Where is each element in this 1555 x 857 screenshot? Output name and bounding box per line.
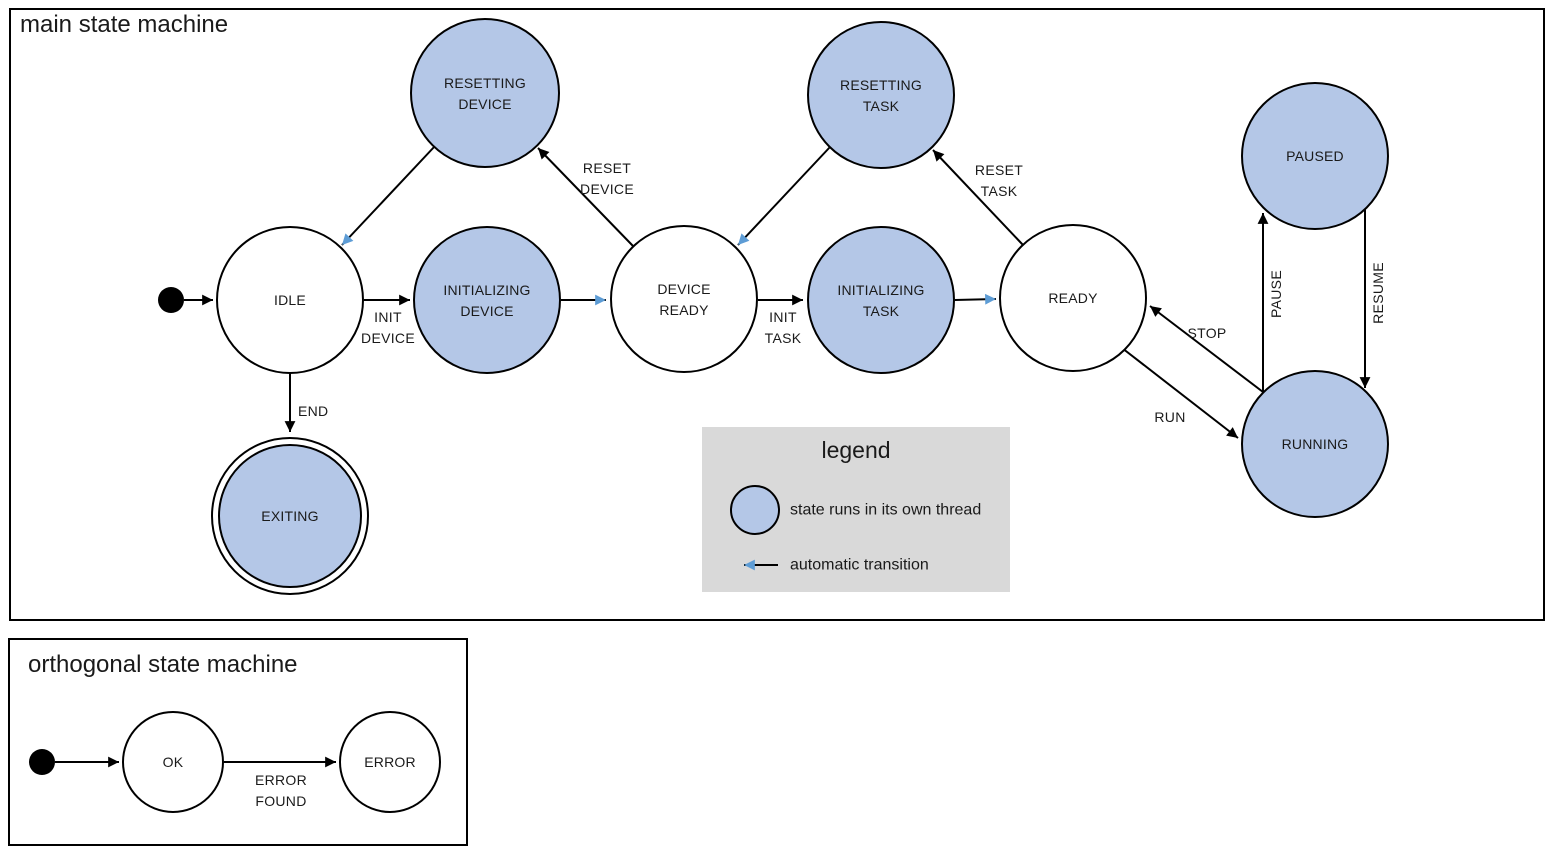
state-ok bbox=[122, 711, 224, 813]
state-label-resetting-task-line2: TASK bbox=[863, 98, 900, 114]
legend-thread-state-icon bbox=[730, 485, 780, 535]
transition-label-init-device-line2: DEVICE bbox=[361, 330, 415, 346]
state-label-idle: IDLE bbox=[274, 292, 306, 308]
transition-label-run: RUN bbox=[1154, 409, 1185, 425]
transition-label-resume: RESUME bbox=[1370, 262, 1386, 324]
transition-device-ready-to-resetting-device bbox=[537, 147, 634, 247]
state-idle bbox=[216, 226, 364, 374]
state-label-device-ready-line2: READY bbox=[659, 302, 709, 318]
transition-label-init-task-line1: INIT bbox=[769, 309, 797, 325]
transition-label-reset-device-line2: DEVICE bbox=[580, 181, 634, 197]
orthogonal-machine-frame bbox=[8, 638, 468, 846]
state-ready bbox=[999, 224, 1147, 372]
state-label-resetting-device-line1: RESETTING bbox=[444, 75, 526, 91]
state-initializing-device bbox=[413, 226, 561, 374]
state-device-ready bbox=[610, 225, 758, 373]
state-label-paused: PAUSED bbox=[1286, 148, 1344, 164]
state-initializing-task bbox=[807, 226, 955, 374]
state-label-ok: OK bbox=[163, 754, 184, 770]
transition-label-reset-task-line2: TASK bbox=[981, 183, 1018, 199]
state-label-resetting-task-line1: RESETTING bbox=[840, 77, 922, 93]
transition-label-init-task-line2: TASK bbox=[765, 330, 802, 346]
state-label-running: RUNNING bbox=[1282, 436, 1349, 452]
orthogonal-machine-title: orthogonal state machine bbox=[28, 651, 298, 678]
legend-auto-transition-text: automatic transition bbox=[790, 557, 929, 574]
transition-label-pause: PAUSE bbox=[1268, 270, 1284, 318]
state-label-device-ready-line1: DEVICE bbox=[657, 281, 710, 297]
state-error bbox=[339, 711, 441, 813]
state-resetting-device bbox=[410, 18, 560, 168]
legend-thread-state-text: state runs in its own thread bbox=[790, 502, 981, 519]
transition-label-end: END bbox=[298, 403, 328, 419]
main-machine-frame bbox=[9, 8, 1545, 621]
state-label-initializing-device-line1: INITIALIZING bbox=[443, 282, 530, 298]
legend-title: legend bbox=[821, 437, 890, 463]
auto-transition-initializing-task-to-ready bbox=[954, 293, 997, 305]
orthogonal-initial-state-dot bbox=[29, 749, 55, 775]
auto-transition-resetting-device-to-idle bbox=[341, 145, 436, 246]
transition-label-error-found-line2: FOUND bbox=[255, 793, 306, 809]
state-paused bbox=[1241, 82, 1389, 230]
state-resetting-task bbox=[807, 21, 955, 169]
auto-transition-resetting-task-to-device-ready bbox=[737, 146, 831, 246]
main-machine-title: main state machine bbox=[20, 11, 228, 38]
transition-ready-to-resetting-task bbox=[932, 149, 1024, 246]
transition-label-init-device-line1: INIT bbox=[374, 309, 402, 325]
state-label-exiting: EXITING bbox=[261, 508, 318, 524]
initial-state-dot bbox=[158, 287, 184, 313]
state-label-error: ERROR bbox=[364, 754, 416, 770]
state-label-initializing-task-line1: INITIALIZING bbox=[837, 282, 924, 298]
state-label-resetting-device-line2: DEVICE bbox=[458, 96, 511, 112]
transition-label-error-found-line1: ERROR bbox=[255, 772, 307, 788]
transition-ready-to-running-run bbox=[1121, 347, 1239, 439]
state-label-ready: READY bbox=[1048, 290, 1098, 306]
transition-label-reset-device-line1: RESET bbox=[583, 160, 631, 176]
transition-running-to-ready-stop bbox=[1149, 305, 1264, 393]
state-label-initializing-task-line2: TASK bbox=[863, 303, 900, 319]
state-label-initializing-device-line2: DEVICE bbox=[460, 303, 513, 319]
state-exiting bbox=[218, 444, 362, 588]
state-running bbox=[1241, 370, 1389, 518]
transition-label-stop: STOP bbox=[1187, 325, 1226, 341]
transition-label-reset-task-line1: RESET bbox=[975, 162, 1023, 178]
